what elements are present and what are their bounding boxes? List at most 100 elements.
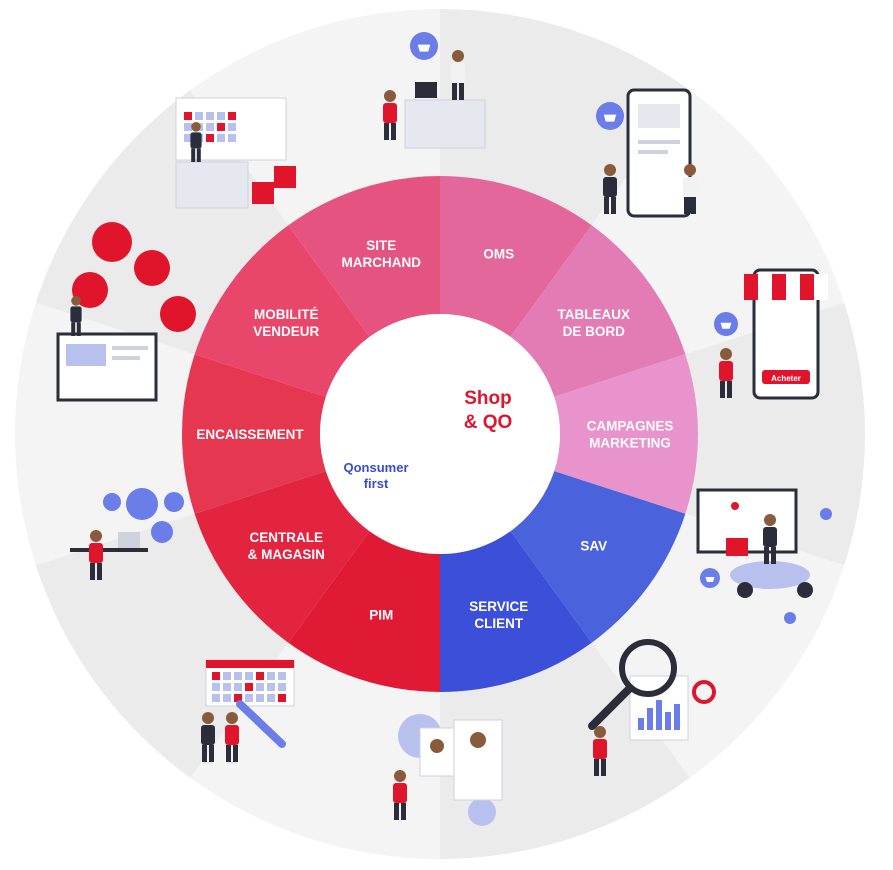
segment-oms[interactable]: OMS <box>440 176 592 337</box>
segment-centrale-magasin[interactable]: CENTRALE& MAGASIN <box>194 471 370 643</box>
buy-button[interactable] <box>762 370 810 384</box>
segment-wedge-tableaux-de-bord[interactable] <box>510 225 686 397</box>
calendar-icon <box>184 112 192 120</box>
segment-encaissement[interactable]: ENCAISSEMENT <box>182 354 326 514</box>
person-body <box>225 725 239 745</box>
person-head <box>384 90 396 102</box>
segment-pim[interactable]: PIM <box>288 531 440 692</box>
calendar-icon <box>228 134 236 142</box>
person-body <box>451 63 465 83</box>
illustration-support-agent <box>70 488 184 580</box>
person-leg <box>764 547 769 564</box>
illustration-marketing-profiles <box>393 714 503 826</box>
laptop <box>118 532 140 548</box>
awning-stripe <box>772 274 786 300</box>
calendar-icon <box>217 123 225 131</box>
question-icon <box>164 492 184 512</box>
person-head <box>720 348 732 360</box>
illustration-product-catalog <box>56 222 196 402</box>
hub-qonsumer-line1: Qonsumer <box>343 460 408 475</box>
map-pin-icon <box>820 508 832 520</box>
calendar-icon <box>206 112 214 120</box>
person-head <box>604 164 616 176</box>
person-body <box>763 527 777 547</box>
desk <box>70 548 148 552</box>
analytics-bar <box>647 708 653 730</box>
cash-register <box>415 82 437 98</box>
segment-label-tableaux-de-bord: TABLEAUX <box>557 307 630 322</box>
person-leg <box>604 197 609 214</box>
segment-mobilite-vendeur[interactable]: MOBILITÉ VENDEUR <box>194 225 370 397</box>
wrench-icon <box>236 700 286 748</box>
illustration-dashboard-analytics <box>588 639 716 776</box>
illustration-delivery-scooter <box>696 488 832 624</box>
segment-label-pim: PIM <box>369 608 393 623</box>
question-icon <box>103 493 121 511</box>
store-icon <box>72 272 108 308</box>
segment-wedge-site-marchand[interactable] <box>288 176 440 337</box>
person-leg <box>691 197 696 214</box>
scooter-wheel <box>797 582 813 598</box>
segment-wedge-pim[interactable] <box>288 531 440 692</box>
awning-stripe <box>786 274 800 300</box>
segment-sav[interactable]: SAV <box>510 471 686 643</box>
calendar-icon <box>195 112 203 120</box>
calendar-icon <box>228 123 236 131</box>
gear-icon <box>468 798 496 826</box>
person-leg <box>209 745 214 762</box>
person-head <box>71 296 81 306</box>
scooter-wheel <box>737 582 753 598</box>
donut-chart-icon <box>692 680 716 704</box>
calendar-icon <box>217 134 225 142</box>
person-head <box>594 726 606 738</box>
illustration-hq-store <box>175 97 296 209</box>
person-body <box>70 306 82 323</box>
segment-wedge-campagnes-marketing[interactable] <box>554 354 698 514</box>
segment-wedge-sav[interactable] <box>510 471 686 643</box>
calendar-icon <box>217 112 225 120</box>
awning-stripe <box>814 274 828 300</box>
buy-button-label: Acheter <box>771 374 801 383</box>
person-leg <box>720 381 725 398</box>
person-leg <box>684 197 689 214</box>
phone-frame <box>752 268 820 400</box>
outer-wedge-service-client <box>440 642 690 859</box>
segment-label-sav: SAV <box>580 539 607 554</box>
analytics-bar <box>656 700 662 730</box>
segment-wedge-oms[interactable] <box>440 176 592 337</box>
segment-wedge-encaissement[interactable] <box>182 354 326 514</box>
caller-avatar <box>126 488 158 520</box>
segment-label-mobilite-vendeur: VENDEUR <box>253 324 319 339</box>
person-leg <box>401 803 406 820</box>
product-icon <box>134 250 170 286</box>
calendar-icon <box>206 134 214 142</box>
cart-icon <box>92 222 132 262</box>
tablet-banner <box>638 104 680 128</box>
magnifier-icon <box>619 639 677 697</box>
person-body <box>683 177 697 197</box>
person-body <box>190 132 202 149</box>
catalog-monitor <box>56 332 158 402</box>
delivery-box <box>726 538 748 556</box>
illustration-calendar-repair <box>201 659 295 762</box>
segment-wedge-centrale-magasin[interactable] <box>194 471 370 643</box>
hub-qonsumer-line2: first <box>364 476 389 491</box>
person-leg <box>76 322 81 336</box>
calendar-icon <box>206 123 214 131</box>
calendar-icon <box>184 123 192 131</box>
awning-stripe <box>758 274 772 300</box>
person-leg <box>601 759 606 776</box>
segment-wedge-mobilite-vendeur[interactable] <box>194 225 370 397</box>
person-leg <box>391 123 396 140</box>
person-leg <box>202 745 207 762</box>
person-leg <box>233 745 238 762</box>
checkout-desk <box>404 99 486 149</box>
person-head <box>226 712 238 724</box>
segment-label-mobilite-vendeur: MOBILITÉ <box>254 307 319 322</box>
segment-wedge-service-client[interactable] <box>440 531 592 692</box>
